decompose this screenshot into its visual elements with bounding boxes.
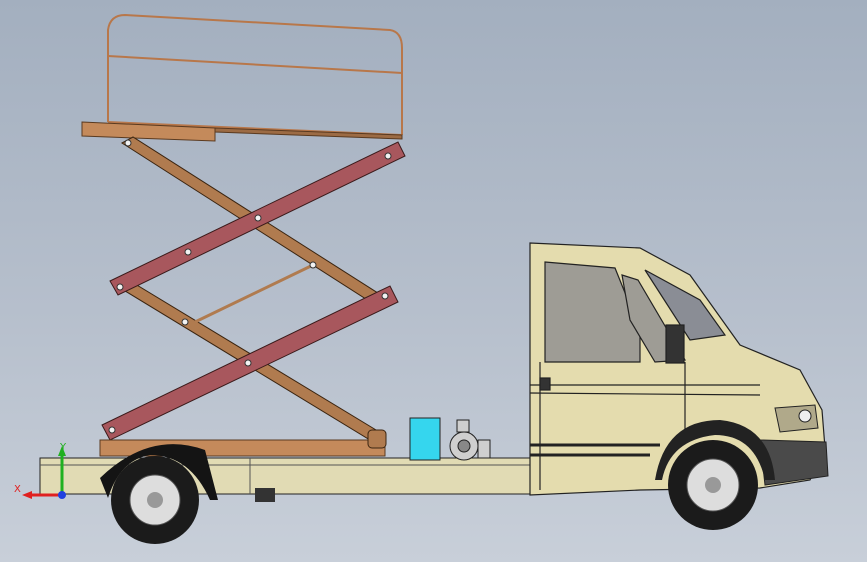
rear-wheel[interactable]: [111, 456, 199, 544]
scissor-pivots: [108, 139, 392, 441]
hydraulic-tank[interactable]: [409, 417, 441, 461]
lift-platform[interactable]: [81, 121, 403, 142]
hydraulic-pump-motor[interactable]: [449, 419, 491, 461]
front-wheel[interactable]: [668, 440, 758, 530]
platform-guardrail[interactable]: [107, 13, 403, 136]
front-wheel-arch: [655, 420, 775, 480]
coordinate-triad-icon: Y X: [14, 442, 67, 499]
y-axis-label: Y: [59, 442, 67, 453]
headlight: [774, 404, 819, 433]
rear-wheel-arch: [100, 444, 218, 500]
x-axis-label: X: [14, 484, 21, 495]
